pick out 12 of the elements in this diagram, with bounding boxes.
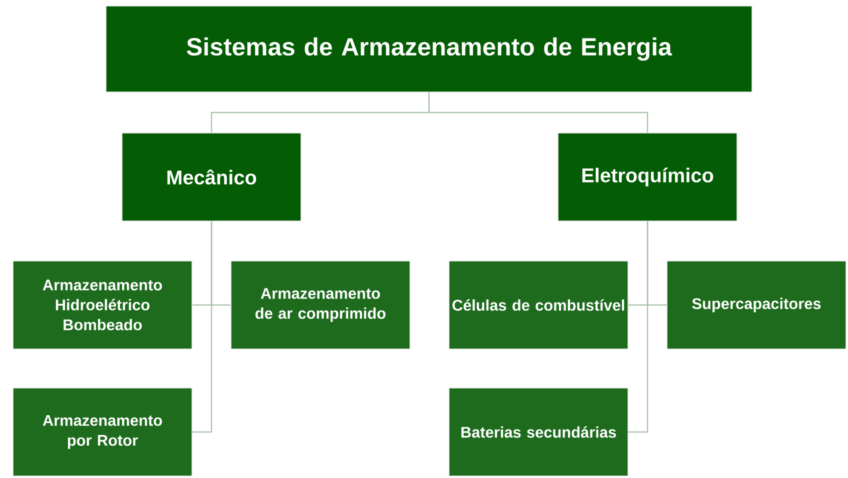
- item-box: Células de combustível: [448, 260, 628, 350]
- item-box: Supercapacitores: [666, 260, 846, 350]
- item-box: Armazenamento de ar comprimido: [230, 260, 410, 350]
- connector-line: [192, 221, 212, 433]
- item-box: Armazenamento Hidroelétrico Bombeado: [12, 260, 192, 350]
- connector-line: [428, 92, 648, 133]
- category-box: Eletroquímico: [558, 132, 738, 222]
- root-box: Sistemas de Armazenamento de Energia: [106, 6, 752, 92]
- item-box: Armazenamento por Rotor: [12, 388, 192, 476]
- item-box: Baterias secundárias: [448, 388, 628, 476]
- connector-line: [628, 221, 648, 433]
- category-box: Mecânico: [122, 132, 302, 222]
